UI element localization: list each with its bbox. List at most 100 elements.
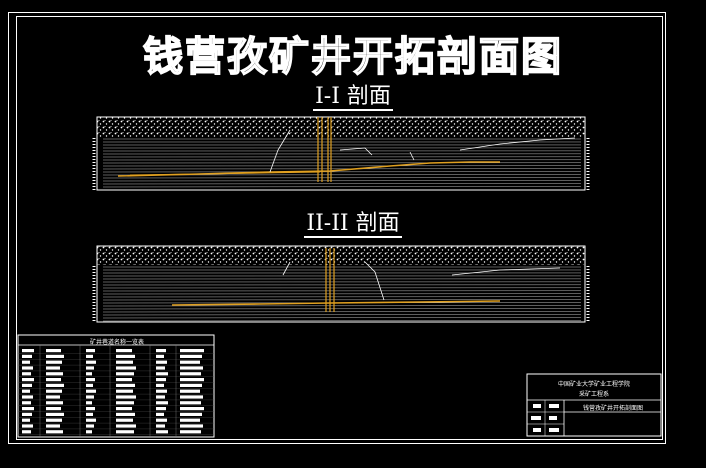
table-cell-block	[180, 360, 200, 364]
table-cell-block	[180, 412, 202, 416]
drawing-border-outer	[8, 12, 666, 444]
table-cell-block	[180, 366, 203, 370]
table-cell-block	[116, 401, 134, 405]
section-2-strata	[102, 266, 582, 322]
table-cell-block	[180, 407, 204, 411]
table-cell-block	[86, 360, 96, 364]
table-cell-block	[22, 430, 31, 434]
section-2-fault-lines	[282, 261, 561, 301]
roadway-table-rows	[18, 345, 214, 437]
table-cell-block	[180, 395, 203, 399]
table-cell-block	[116, 366, 136, 370]
table-cell-block	[86, 395, 94, 399]
section-1-profile	[92, 116, 590, 191]
section-1-alluvium-layer	[97, 117, 585, 137]
table-cell-block	[156, 383, 164, 387]
table-cell-block	[86, 366, 94, 370]
section-2-outline	[96, 245, 586, 323]
table-cell-block	[46, 378, 61, 382]
table-cell-block	[86, 401, 92, 405]
section-1-strata	[102, 138, 582, 188]
table-cell-block	[22, 383, 32, 387]
stratum-line	[102, 320, 582, 322]
table-cell-block	[180, 354, 202, 358]
table-cell-block	[46, 360, 62, 364]
title-block	[526, 373, 662, 437]
table-cell-block	[156, 349, 166, 353]
section-2-title: II-II 剖面	[304, 211, 402, 238]
table-cell-block	[156, 366, 165, 370]
table-cell-block	[116, 360, 133, 364]
table-cell-block	[156, 354, 164, 358]
table-cell-block	[86, 412, 93, 416]
table-cell-block	[156, 372, 168, 376]
table-cell-block	[22, 389, 30, 393]
table-cell-block	[156, 389, 167, 393]
table-cell-block	[46, 389, 62, 393]
table-cell-block	[22, 395, 33, 399]
section-1-roadways	[117, 161, 500, 177]
table-cell-block	[180, 389, 200, 393]
table-cell-block	[22, 424, 33, 428]
table-cell-block	[46, 372, 63, 376]
table-cell-block	[22, 372, 31, 376]
table-cell-block	[86, 424, 94, 428]
table-cell-block	[86, 383, 93, 387]
section-2-shafts	[325, 248, 335, 312]
table-cell-block	[116, 412, 135, 416]
table-cell-block	[156, 412, 164, 416]
table-cell-block	[156, 360, 167, 364]
section-2-alluvium-layer	[97, 246, 585, 265]
title-block-drawing-name: 钱营孜矿井开拓剖面图	[582, 405, 643, 412]
table-cell-block	[22, 360, 30, 364]
table-cell-block	[116, 372, 134, 376]
table-cell-block	[22, 354, 32, 358]
table-cell-block	[86, 354, 93, 358]
roadway-table-title: 矿井巷道名称一览表	[89, 339, 144, 346]
table-cell-block	[46, 418, 62, 422]
table-cell-block	[86, 407, 95, 411]
table-cell-block	[86, 378, 95, 382]
table-cell-block	[46, 383, 64, 387]
title-block-department: 采矿工程系	[578, 391, 609, 398]
section-1-fault-lines	[269, 129, 576, 173]
table-cell-block	[116, 383, 135, 387]
section-1-outline	[96, 116, 586, 191]
table-cell-block	[46, 412, 64, 416]
table-cell-block	[86, 418, 96, 422]
table-cell-block	[116, 378, 132, 382]
table-cell-block	[22, 401, 31, 405]
table-cell-block	[86, 389, 96, 393]
table-cell-block	[180, 383, 202, 387]
table-cell-block	[46, 349, 61, 353]
table-cell-block	[180, 430, 201, 434]
table-cell-block	[116, 424, 136, 428]
title-block-school: 中国矿业大学矿业工程学院	[557, 381, 630, 388]
table-cell-block	[22, 412, 32, 416]
table-cell-block	[46, 407, 61, 411]
table-cell-block	[156, 424, 165, 428]
table-cell-block	[86, 349, 95, 353]
table-cell-block	[116, 418, 133, 422]
section-2-roadways	[171, 300, 501, 306]
table-cell-block	[180, 378, 204, 382]
table-cell-block	[156, 401, 168, 405]
table-cell-block	[46, 430, 63, 434]
stratum-line	[102, 317, 582, 319]
table-cell-block	[116, 430, 134, 434]
table-cell-block	[46, 354, 64, 358]
table-cell-block	[156, 430, 168, 434]
table-cell-block	[22, 418, 30, 422]
table-cell-block	[180, 424, 203, 428]
table-cell-block	[156, 378, 166, 382]
table-cell-block	[116, 395, 136, 399]
table-cell-block	[116, 354, 135, 358]
table-cell-block	[22, 366, 33, 370]
table-cell-block	[86, 372, 92, 376]
table-cell-block	[116, 389, 133, 393]
table-cell-block	[22, 407, 34, 411]
table-cell-block	[22, 349, 34, 353]
roadway-name-table	[17, 334, 215, 438]
table-cell-block	[116, 349, 132, 353]
